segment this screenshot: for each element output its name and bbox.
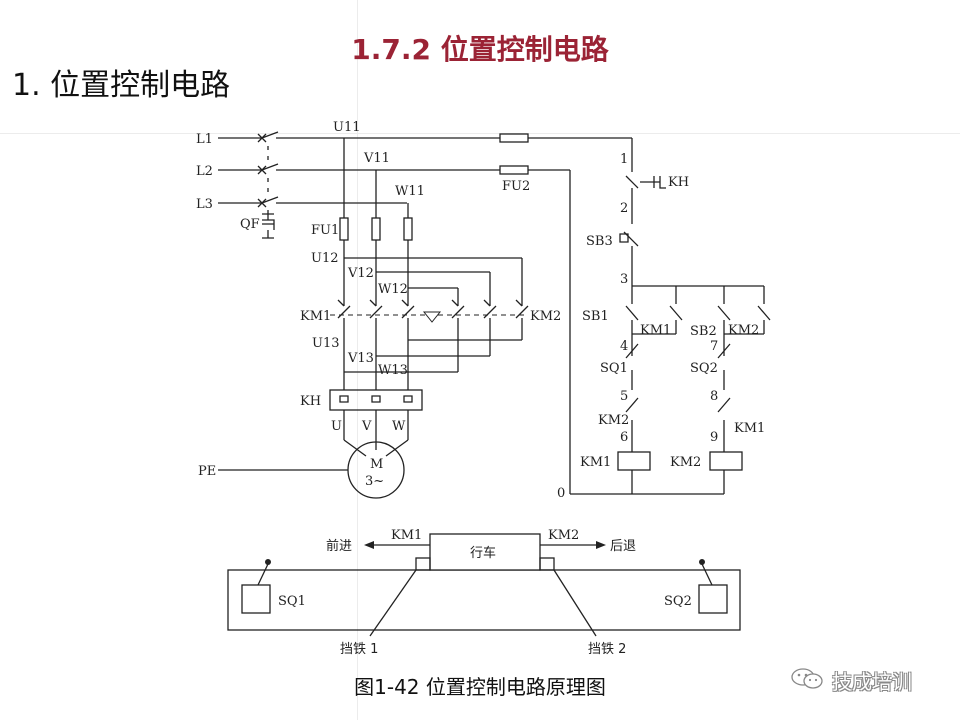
label-km2-interlock: KM2 (598, 413, 629, 428)
node-1: 1 (620, 152, 628, 167)
label-v12: V12 (347, 266, 374, 281)
node-4: 4 (620, 339, 628, 354)
node-6: 6 (620, 430, 628, 445)
label-km2-coil: KM2 (670, 455, 701, 470)
label-kh-main: KH (300, 394, 321, 409)
label-sq1: SQ1 (278, 594, 306, 609)
label-u13: U13 (312, 336, 340, 351)
label-v11: V11 (363, 151, 390, 166)
reverse-arrow-icon (596, 541, 606, 549)
label-km1-interlock: KM1 (734, 421, 765, 436)
interlock-triangle-icon (422, 311, 442, 323)
label-km1-main: KM1 (300, 309, 331, 324)
motor-label-m: M (370, 457, 383, 472)
slide-title: 1.7.2 位置控制电路 (351, 33, 609, 66)
guide-line-horizontal (0, 133, 960, 134)
label-km2-hold: KM2 (728, 323, 759, 338)
wechat-logo-icon (791, 668, 823, 689)
label-w12: W12 (378, 282, 408, 297)
label-kh-ctrl: KH (668, 175, 689, 190)
label-reverse: 后退 (610, 539, 636, 554)
label-l1: L1 (196, 132, 213, 147)
label-forward-km1: KM1 (391, 528, 422, 543)
sq2-pivot (699, 559, 705, 565)
label-sq2: SQ2 (664, 594, 692, 609)
label-km2-main: KM2 (530, 309, 561, 324)
label-sb1: SB1 (582, 309, 609, 324)
label-v: V (361, 419, 372, 434)
watermark: 技成培训 (790, 664, 940, 694)
label-u11: U11 (333, 120, 361, 135)
main-circuit-wiring (218, 131, 771, 499)
sq1-pivot (265, 559, 271, 565)
label-fu2: FU2 (502, 179, 530, 194)
node-9: 9 (710, 430, 718, 445)
label-stop-2: 挡铁 2 (588, 642, 626, 657)
node-2: 2 (620, 201, 628, 216)
label-u12: U12 (311, 251, 339, 266)
node-8: 8 (710, 389, 718, 404)
label-fu1: FU1 (311, 223, 339, 238)
motor-label-phase: 3~ (365, 474, 384, 489)
label-stop-1: 挡铁 1 (340, 642, 378, 657)
label-sq1-contact: SQ1 (600, 361, 628, 376)
node-3: 3 (620, 272, 628, 287)
label-sq2-contact: SQ2 (690, 361, 718, 376)
watermark-text: 技成培训 (832, 670, 912, 694)
figure-caption: 图1-42 位置控制电路原理图 (354, 675, 606, 699)
mechanical-layout (227, 533, 741, 637)
label-w11: W11 (395, 184, 425, 199)
label-u: U (331, 419, 342, 434)
guide-line-vertical (357, 0, 358, 720)
node-5: 5 (620, 389, 628, 404)
label-km1-hold: KM1 (640, 323, 671, 338)
label-w13: W13 (378, 363, 408, 378)
label-sb3: SB3 (586, 234, 613, 249)
label-km1-coil: KM1 (580, 455, 611, 470)
label-l2: L2 (196, 164, 213, 179)
node-7: 7 (710, 339, 718, 354)
node-0: 0 (557, 486, 565, 501)
label-reverse-km2: KM2 (548, 528, 579, 543)
label-pe: PE (198, 464, 216, 479)
section-heading: 1. 位置控制电路 (12, 68, 231, 103)
forward-arrow-icon (364, 541, 374, 549)
label-sb2: SB2 (690, 324, 717, 339)
label-forward: 前进 (326, 538, 352, 554)
label-l3: L3 (196, 197, 213, 212)
label-qf: QF (240, 217, 260, 232)
label-v13: V13 (347, 351, 374, 366)
label-w: W (392, 419, 406, 434)
label-carriage: 行车 (470, 545, 496, 561)
